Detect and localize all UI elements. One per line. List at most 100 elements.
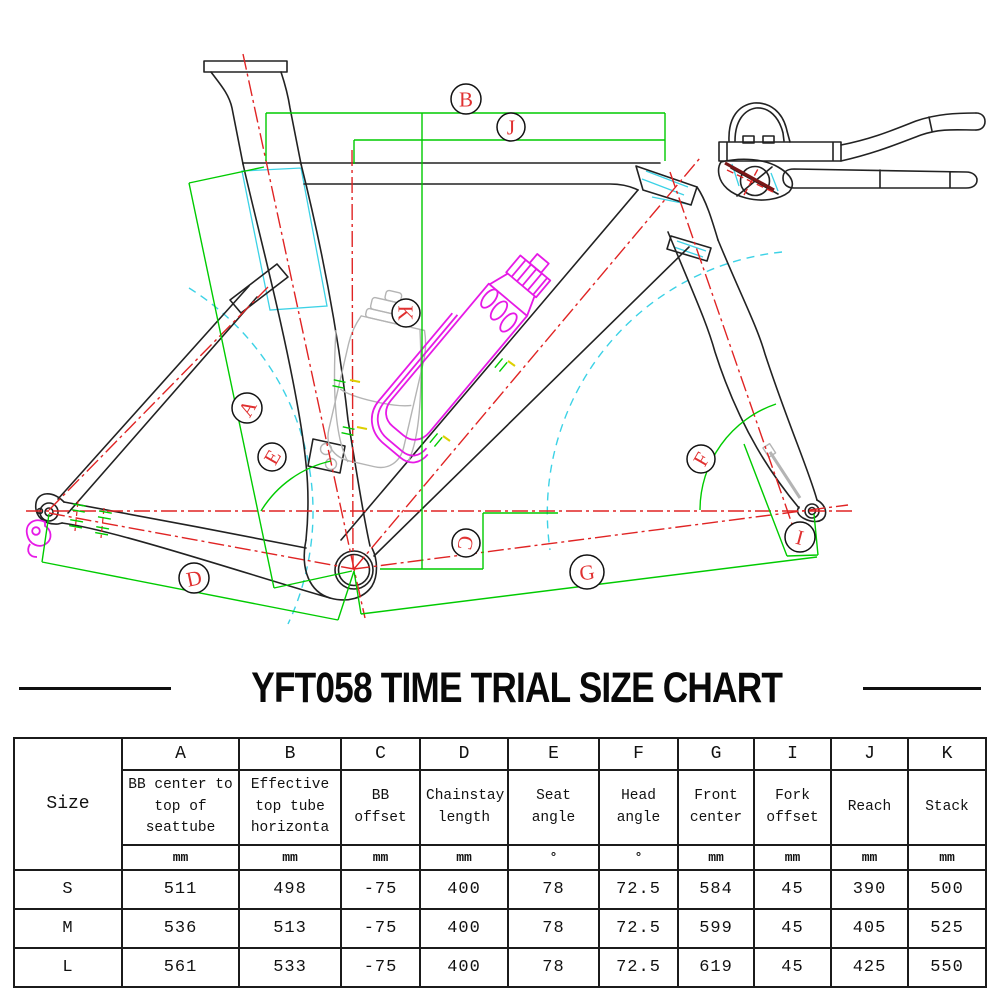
- dim-F-arc: [699, 403, 777, 511]
- table-row-units: mm mm mm mm ° ° mm mm mm mm: [14, 844, 987, 871]
- value-cell: 45: [753, 869, 832, 910]
- col-desc: Effective top tube horizonta: [238, 769, 342, 846]
- col-desc: Chainstay length: [419, 769, 509, 846]
- page-title: YFT058 TIME TRIAL SIZE CHART: [251, 663, 784, 712]
- dim-label-c: C: [451, 528, 481, 558]
- cyan-detail-marks: [241, 163, 779, 311]
- seat-stay-axis: [48, 286, 269, 511]
- gray-details: [319, 289, 802, 499]
- dim-B-line: [265, 112, 666, 161]
- frame-outline: [34, 60, 986, 601]
- seat-stay: [57, 285, 258, 514]
- dim-C-line: [380, 512, 558, 570]
- svg-text:G: G: [578, 560, 596, 586]
- col-desc: Reach: [830, 769, 909, 846]
- value-cell: 511: [121, 869, 240, 910]
- fork-blade: [717, 239, 818, 501]
- col-desc: Stack: [907, 769, 987, 846]
- dim-label-f: F: [686, 444, 716, 474]
- col-letter: D: [419, 737, 509, 771]
- seat-stay-cap: [229, 263, 289, 314]
- col-desc: Head angle: [598, 769, 679, 846]
- fd-bolt: [319, 442, 333, 456]
- down-tube-wedge: [666, 235, 712, 262]
- stem-body: [717, 158, 794, 201]
- title-rule-right: [862, 686, 981, 690]
- dim-label-b: B: [450, 83, 482, 115]
- bottle-cage-magenta: [376, 314, 459, 457]
- derailleur-hanger: [25, 519, 52, 558]
- front-center-axis: [353, 504, 849, 570]
- col-unit: mm: [340, 844, 421, 871]
- col-unit: mm: [753, 844, 832, 871]
- stem-brace: [724, 161, 775, 192]
- value-cell: -75: [340, 947, 421, 988]
- col-letter: I: [753, 737, 832, 771]
- col-letter: F: [598, 737, 679, 771]
- steering-axis: [669, 171, 793, 525]
- value-cell: 536: [121, 908, 240, 949]
- col-desc: BB center to top of seattube: [121, 769, 240, 846]
- value-cell: 78: [507, 869, 600, 910]
- bottle-bolt: [341, 426, 355, 436]
- title-rule-left: [19, 686, 172, 690]
- value-cell: 513: [238, 908, 342, 949]
- dimension-lines: [41, 112, 819, 621]
- centerlines: [26, 53, 852, 619]
- col-unit: °: [507, 844, 600, 871]
- size-header-cell: Size: [13, 737, 123, 871]
- seat-tube: [242, 163, 309, 541]
- value-cell: 525: [907, 908, 987, 949]
- table-row-descriptions: BB center to top of seattube Effective t…: [14, 769, 987, 846]
- front-wheel-arc: [546, 251, 783, 551]
- value-cell: -75: [340, 869, 421, 910]
- value-cell: 78: [507, 908, 600, 949]
- size-cell: S: [13, 869, 123, 910]
- magenta-parts: [25, 253, 552, 558]
- col-unit: mm: [419, 844, 509, 871]
- bb-shell: [303, 539, 378, 601]
- table-row-size-m: M 536 513 -75 400 78 72.5 599 45 405 525: [13, 908, 987, 949]
- col-unit: mm: [121, 844, 240, 871]
- dim-label-i: I: [784, 521, 816, 553]
- value-cell: 584: [677, 869, 755, 910]
- value-cell: 599: [677, 908, 755, 949]
- chart-title-row: YFT058 TIME TRIAL SIZE CHART: [0, 660, 1000, 716]
- armrest-cradle: [718, 141, 842, 162]
- bottle-bolt: [332, 379, 346, 389]
- svg-text:J: J: [507, 116, 515, 140]
- value-cell: 405: [830, 908, 909, 949]
- down-tube: [340, 189, 690, 557]
- col-unit: mm: [677, 844, 755, 871]
- value-cell: -75: [340, 908, 421, 949]
- table-row-letters: Size A B C D E F G I J K: [13, 737, 987, 871]
- svg-text:C: C: [452, 534, 478, 552]
- dim-label-a: A: [231, 392, 263, 424]
- value-cell: 533: [238, 947, 342, 988]
- value-cell: 390: [830, 869, 909, 910]
- dim-J-line: [353, 139, 665, 164]
- dim-label-j: J: [496, 112, 526, 142]
- frame-geometry-diagram: A B C D E F G: [25, 53, 986, 625]
- dim-label-g: G: [569, 554, 605, 590]
- bb-vertical-axis: [351, 149, 354, 570]
- dim-I-line: [743, 443, 819, 557]
- size-chart-table: Size A B C D E F G I J K BB center to to…: [13, 737, 987, 988]
- col-unit: mm: [907, 844, 987, 871]
- fd-bolt: [324, 457, 338, 471]
- col-letter: J: [830, 737, 909, 771]
- value-cell: 561: [121, 947, 240, 988]
- value-cell: 498: [238, 869, 342, 910]
- bb-circle: [334, 550, 374, 590]
- down-tube-axis: [353, 157, 701, 570]
- col-desc: BB offset: [340, 769, 421, 846]
- dim-label-d: D: [178, 562, 210, 594]
- value-cell: 72.5: [598, 869, 679, 910]
- value-cell: 72.5: [598, 947, 679, 988]
- value-cell: 550: [907, 947, 987, 988]
- seat-tube-section: [241, 167, 328, 311]
- col-desc: Front center: [677, 769, 755, 846]
- fd-mount-plate: [307, 438, 346, 474]
- steerer-clamp: [739, 165, 771, 197]
